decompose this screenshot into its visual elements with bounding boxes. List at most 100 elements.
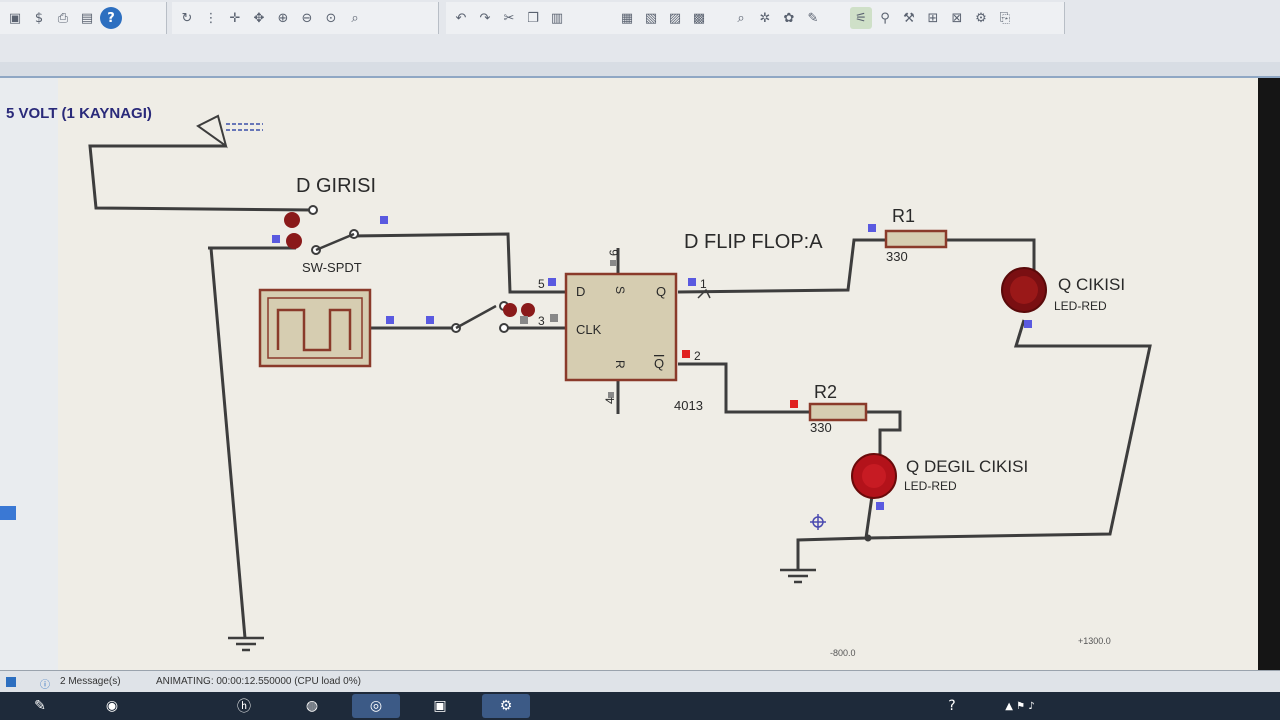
wire-left-ground <box>209 247 247 639</box>
proteus-app-icon[interactable]: ⚙ <box>482 694 530 718</box>
block-delete-icon[interactable]: ▩ <box>692 10 706 26</box>
r2-value: 330 <box>810 420 832 435</box>
ground-right <box>780 568 816 584</box>
schematic-svg[interactable]: 5 VOLT (1 KAYNAGI) D GIRISI SW-SPDT <box>6 78 1258 674</box>
clock-generator[interactable] <box>258 288 434 368</box>
pin3-number: 3 <box>538 314 545 328</box>
wires <box>88 144 1152 639</box>
browser-app-icon[interactable]: ◎ <box>352 694 400 718</box>
dollar-icon[interactable]: $ <box>34 10 44 26</box>
cut-icon[interactable]: ✂ <box>503 10 515 26</box>
led-q-output[interactable] <box>1001 267 1047 328</box>
switch-label: SW-SPDT <box>302 260 362 275</box>
led2-type: LED-RED <box>904 479 957 493</box>
netlist-icon[interactable]: ⎘ <box>999 10 1011 26</box>
chrome-icon[interactable]: ◍ <box>305 698 319 714</box>
wire-led2-ground <box>796 495 874 570</box>
device-selector-panel[interactable] <box>0 78 59 674</box>
copy-icon[interactable]: ❐ <box>527 10 539 26</box>
main-toolbar: ▣ $ ⎙ ▤ ? ↻ ⋮ ✛ ✥ ⊕ ⊖ ⊙ ⌕ ↶ ↷ ✂ ❐ ▥ ▦ ▧ … <box>0 0 1280 63</box>
wire-qbar-r2 <box>678 362 810 414</box>
wire-led1-ground <box>867 319 1152 540</box>
messages-count[interactable]: 2 Message(s) <box>60 676 121 687</box>
block-toolbar-group: ▦ ▧ ▨ ▩ <box>612 2 729 34</box>
coord-mid: -800.0 <box>830 648 856 658</box>
resistor-r1[interactable] <box>868 224 948 249</box>
ground-left <box>228 636 264 652</box>
animation-status: ANIMATING: 00:00:12.550000 (CPU load 0%) <box>156 676 361 687</box>
pick-device-icon[interactable]: ⌕ <box>737 10 745 26</box>
pen-app-icon[interactable]: ✎ <box>34 698 46 714</box>
chip-part-label: 4013 <box>674 398 703 413</box>
sidebar-selection-marker[interactable] <box>0 506 16 520</box>
wire-r1-led1 <box>946 238 1036 278</box>
junction-dot <box>864 534 872 542</box>
r2-name: R2 <box>814 382 837 402</box>
search-icon[interactable]: ⚲ <box>880 10 890 26</box>
resistor-r2[interactable] <box>790 400 868 422</box>
coord-right: +1300.0 <box>1078 636 1111 646</box>
zoom-all-icon[interactable]: ⊙ <box>325 10 337 26</box>
undo-icon[interactable]: ↶ <box>455 10 467 26</box>
redo-icon[interactable]: ↷ <box>479 10 491 26</box>
spdt-switch[interactable] <box>272 205 388 255</box>
zoom-out-icon[interactable]: ⊖ <box>301 10 313 26</box>
print-icon[interactable]: ⎙ <box>57 10 69 26</box>
remove-sheet-icon[interactable]: ⊠ <box>951 10 963 26</box>
pan-icon[interactable]: ✥ <box>253 10 265 26</box>
document-icon[interactable]: ▤ <box>80 10 94 26</box>
pin2-number: 2 <box>694 349 701 363</box>
flipflop-chip[interactable] <box>548 248 711 414</box>
info-icon: ⓘ <box>40 680 50 691</box>
status-indicator-icon <box>6 677 16 687</box>
origin-icon[interactable]: ✛ <box>229 10 241 26</box>
pin-qbar-label: Q <box>654 356 664 371</box>
d-input-label: D GIRISI <box>296 175 376 197</box>
wire-source <box>88 144 314 212</box>
r1-value: 330 <box>886 249 908 264</box>
source-label: 5 VOLT (1 KAYNAGI) <box>6 105 152 122</box>
led1-label: Q CIKISI <box>1058 275 1125 294</box>
paste-icon[interactable]: ▥ <box>550 10 564 26</box>
pin-r-label: R <box>613 360 627 369</box>
power-terminal[interactable] <box>196 114 263 149</box>
tray-icons[interactable]: ▲ ⚑ ♪ <box>1005 700 1035 712</box>
block-move-icon[interactable]: ▧ <box>644 10 658 26</box>
view-toolbar-group: ↻ ⋮ ✛ ✥ ⊕ ⊖ ⊙ ⌕ <box>172 2 439 34</box>
media-app-icon[interactable]: ◉ <box>105 698 119 714</box>
make-device-icon[interactable]: ✲ <box>759 10 771 26</box>
pin-s-label: S <box>613 286 627 294</box>
edit-toolbar-group: ↶ ↷ ✂ ❐ ▥ <box>446 2 615 34</box>
decompose-icon[interactable]: ✎ <box>807 10 819 26</box>
wire-switch-d <box>349 232 566 294</box>
bill-of-materials-icon[interactable]: ⚙ <box>975 10 987 26</box>
property-tool-icon[interactable]: ⚒ <box>903 10 915 26</box>
pin5-number: 5 <box>538 277 545 291</box>
led1-type: LED-RED <box>1054 299 1107 313</box>
package-icon[interactable]: ✿ <box>783 10 795 26</box>
schematic-canvas[interactable]: 5 VOLT (1 KAYNAGI) D GIRISI SW-SPDT <box>6 78 1258 674</box>
pin6-number: 6 <box>607 249 621 256</box>
zoom-in-icon[interactable]: ⊕ <box>277 10 289 26</box>
block-copy-icon[interactable]: ▦ <box>620 10 634 26</box>
editor-tab-strip <box>0 62 1280 78</box>
new-sheet-icon[interactable]: ⊞ <box>927 10 939 26</box>
office-app-icon[interactable]: ▣ <box>433 698 447 714</box>
wire-autoroute-icon[interactable]: ⚟ <box>850 7 872 29</box>
save-icon[interactable]: ▣ <box>8 10 22 26</box>
status-bar: ⓘ 2 Message(s) ANIMATING: 00:00:12.55000… <box>0 670 1280 693</box>
led-qbar-output[interactable] <box>851 453 897 510</box>
pin-d-label: D <box>576 284 585 299</box>
hp-app-icon[interactable]: ⓗ <box>237 699 251 715</box>
help-tray-icon[interactable]: ? <box>948 698 956 714</box>
pin-q-label: Q <box>656 284 666 299</box>
crosshair-cursor-icon <box>810 514 826 530</box>
block-rotate-icon[interactable]: ▨ <box>668 10 682 26</box>
zoom-area-icon[interactable]: ⌕ <box>351 10 359 26</box>
grid-icon[interactable]: ⋮ <box>204 10 218 26</box>
tools-toolbar-group: ⌕ ✲ ✿ ✎ <box>726 2 847 34</box>
refresh-icon[interactable]: ↻ <box>181 10 193 26</box>
clock-switch[interactable] <box>451 301 535 333</box>
question-icon[interactable]: ? <box>100 7 122 29</box>
r1-name: R1 <box>892 206 915 226</box>
